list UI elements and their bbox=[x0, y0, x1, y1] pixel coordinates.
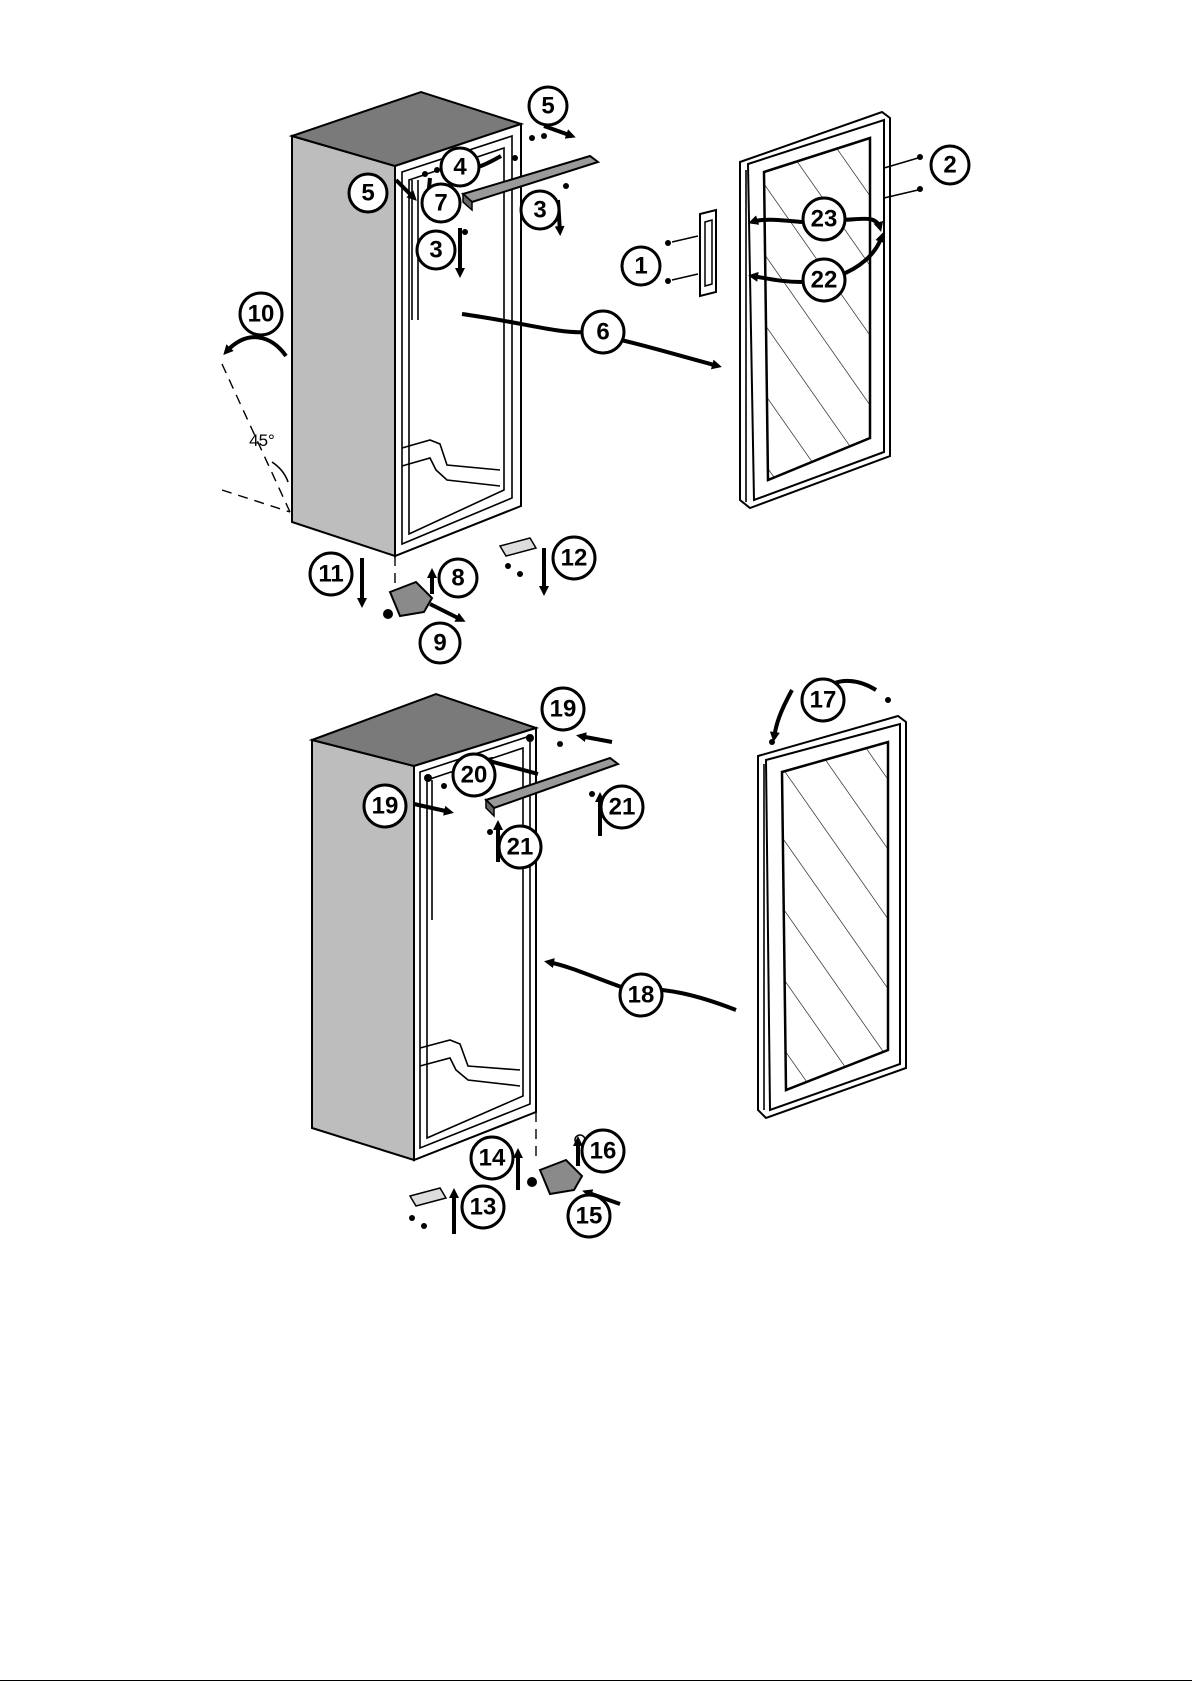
callout-19b-label: 19 bbox=[372, 793, 399, 820]
callout-6: 6 bbox=[582, 311, 624, 353]
callout-19b: 19 bbox=[364, 785, 406, 827]
callout-18: 18 bbox=[620, 974, 662, 1016]
top-door bbox=[740, 112, 890, 508]
callout-11: 11 bbox=[310, 553, 352, 595]
callout-15: 15 bbox=[568, 1195, 610, 1237]
angle-label: 45° bbox=[249, 431, 275, 450]
callout-17: 17 bbox=[802, 679, 844, 721]
callout-12-label: 12 bbox=[561, 545, 588, 572]
callout-13-label: 13 bbox=[470, 1194, 497, 1221]
callout-6-label: 6 bbox=[596, 319, 609, 346]
bottom-door bbox=[758, 697, 906, 1118]
callout-16: 16 bbox=[582, 1130, 624, 1172]
callout-21a: 21 bbox=[601, 786, 643, 828]
callout-23: 23 bbox=[803, 198, 845, 240]
callout-5b-label: 5 bbox=[361, 180, 374, 207]
callout-9: 9 bbox=[420, 623, 460, 663]
callout-21b: 21 bbox=[499, 826, 541, 868]
callout-18-label: 18 bbox=[628, 982, 655, 1009]
callout-5b: 5 bbox=[349, 174, 387, 212]
callout-19a: 19 bbox=[542, 688, 584, 730]
callout-4: 4 bbox=[441, 148, 479, 186]
callout-7-label: 7 bbox=[434, 190, 447, 217]
callout-1-label: 1 bbox=[634, 253, 647, 280]
callout-20: 20 bbox=[453, 754, 495, 796]
callout-9-label: 9 bbox=[433, 630, 446, 657]
callout-1: 1 bbox=[622, 247, 660, 285]
callout-4-label: 4 bbox=[453, 154, 467, 181]
callout-23-label: 23 bbox=[811, 206, 838, 233]
callout-13: 13 bbox=[462, 1186, 504, 1228]
callout-5a-label: 5 bbox=[541, 93, 554, 120]
callout-12: 12 bbox=[553, 537, 595, 579]
callout-8-label: 8 bbox=[451, 565, 464, 592]
callout-3a-label: 3 bbox=[533, 197, 546, 224]
callout-2: 2 bbox=[931, 146, 969, 184]
callout-11-label: 11 bbox=[318, 561, 343, 588]
tilt-angle-indicator: 45° bbox=[222, 364, 290, 512]
callout-20-label: 20 bbox=[461, 762, 488, 789]
callout-2-label: 2 bbox=[943, 152, 956, 179]
callout-21b-label: 21 bbox=[507, 834, 534, 861]
callout-14-label: 14 bbox=[479, 1145, 506, 1172]
callout-14: 14 bbox=[471, 1137, 513, 1179]
callout-19a-label: 19 bbox=[550, 696, 577, 723]
callout-3b-label: 3 bbox=[429, 237, 442, 264]
callout-3b: 3 bbox=[417, 231, 455, 269]
callout-16-label: 16 bbox=[590, 1138, 617, 1165]
callout-22: 22 bbox=[803, 259, 845, 301]
callout-15-label: 15 bbox=[576, 1203, 603, 1230]
callout-17-label: 17 bbox=[810, 687, 837, 714]
callout-5a: 5 bbox=[529, 87, 567, 125]
callout-8: 8 bbox=[439, 559, 477, 597]
callout-10-label: 10 bbox=[248, 301, 275, 328]
callout-10: 10 bbox=[240, 293, 282, 335]
callout-22-label: 22 bbox=[811, 267, 838, 294]
callout-7: 7 bbox=[422, 184, 460, 222]
page-bottom-rule bbox=[0, 1680, 1192, 1681]
callout-21a-label: 21 bbox=[609, 794, 636, 821]
callout-3a: 3 bbox=[521, 191, 559, 229]
